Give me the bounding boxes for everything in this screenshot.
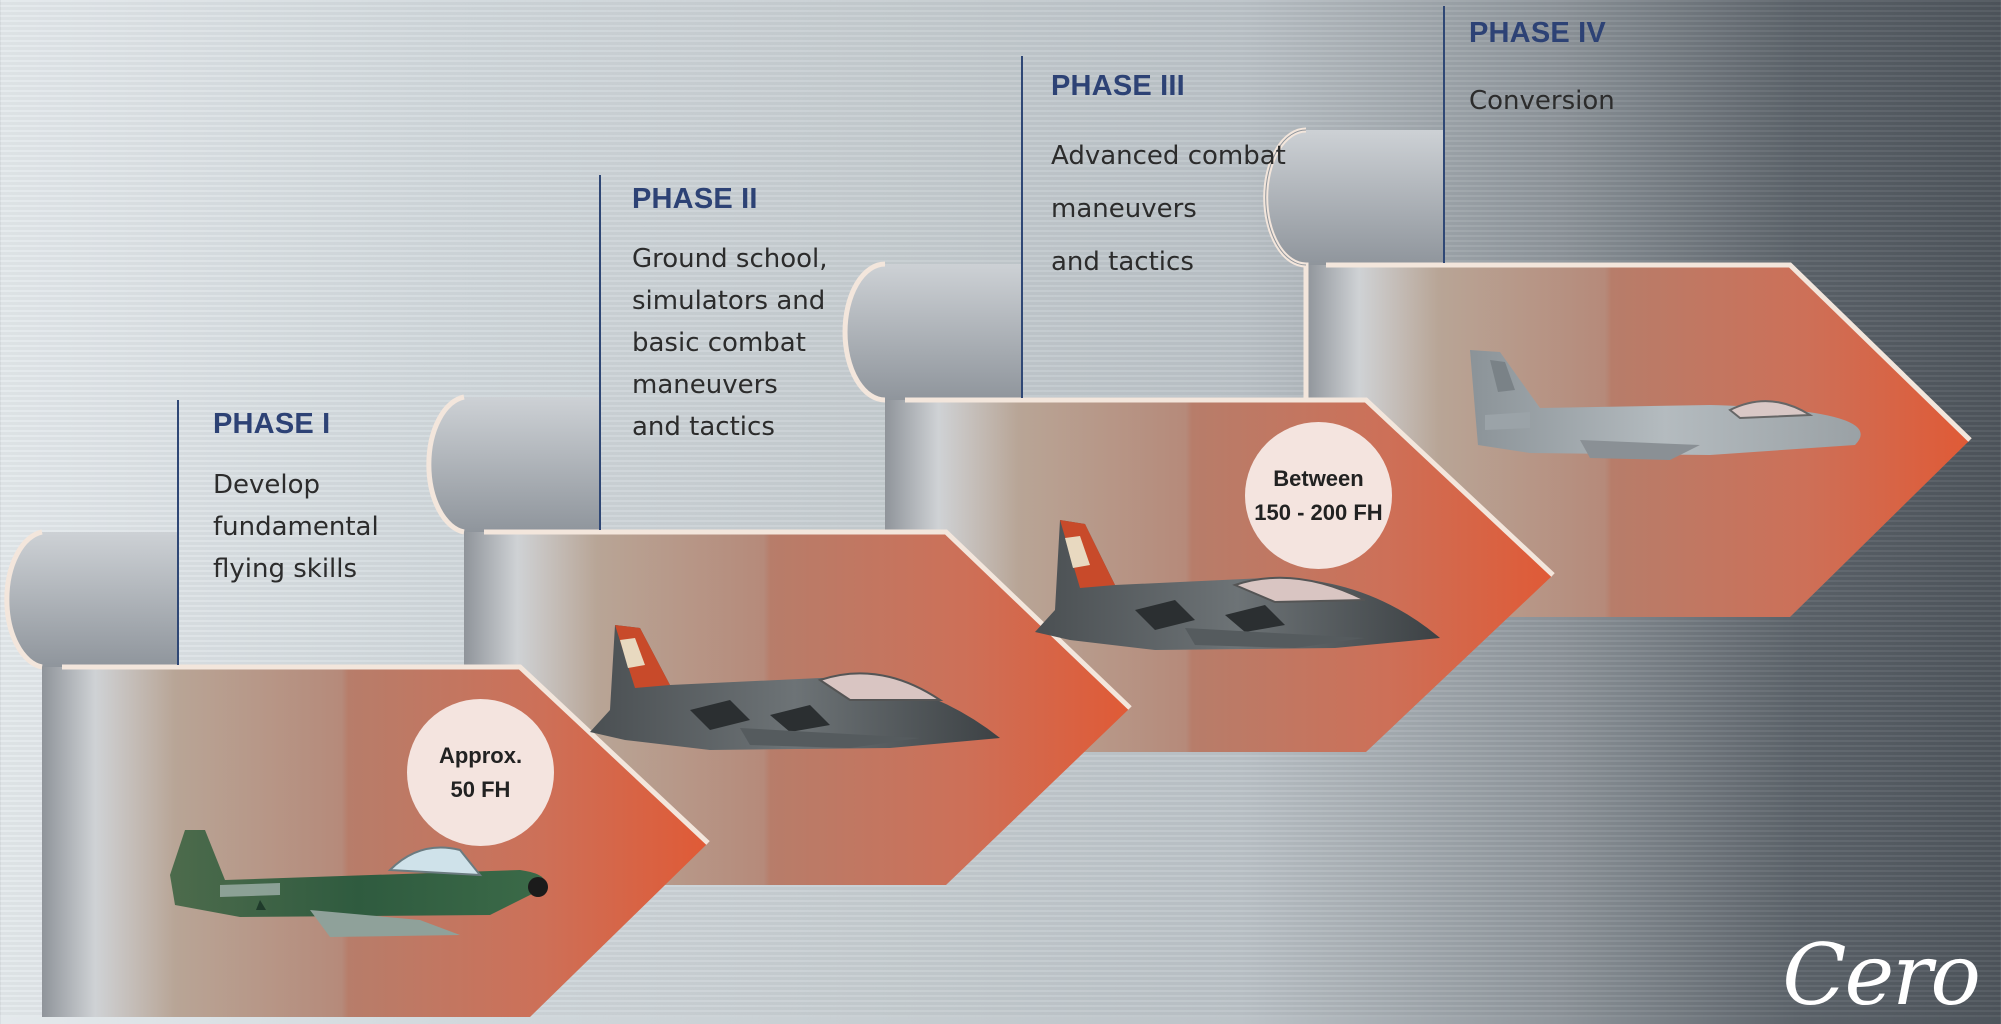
fighter-jet-icon <box>1470 350 1861 460</box>
phase-4-title: PHASE IV <box>1469 17 1606 49</box>
phase-1-description-line: flying skills <box>213 554 358 584</box>
phase-2-description-line: and tactics <box>632 412 775 442</box>
phase-1-description-line: fundamental <box>213 512 379 542</box>
turboprop-trainer-icon <box>170 830 548 937</box>
phase-4-description: Conversion <box>1469 80 1615 122</box>
phase-4-divider <box>1443 6 1445 263</box>
phase-1-divider <box>177 400 179 665</box>
jet-trainer-icon <box>1035 520 1440 650</box>
phase-3-divider <box>1021 56 1023 398</box>
phase-3-description: Advanced combat maneuvers and tactics <box>1051 130 1286 289</box>
phase-2-description-line: simulators and <box>632 286 826 316</box>
phase-3-title: PHASE III <box>1051 70 1185 102</box>
badge-line: Between <box>1273 465 1364 491</box>
phase-1-description: Develop fundamental flying skills <box>213 464 379 590</box>
badge-line: Approx. <box>438 742 523 768</box>
phase-1-flight-hours-badge: Approx. 50 FH <box>407 699 554 846</box>
badge-line: 50 FH <box>450 776 511 802</box>
phase-2-description: Ground school, simulators and basic comb… <box>632 238 828 448</box>
phase-3-description-line: Advanced combat <box>1051 141 1286 171</box>
phase-3-description-line: and tactics <box>1051 247 1194 277</box>
phase-2-description-line: Ground school, <box>632 244 828 274</box>
phase-2-description-line: basic combat <box>632 328 806 358</box>
phase-2-title: PHASE II <box>632 183 758 215</box>
brand-logo: Cero <box>1782 926 1981 1024</box>
phase-1-title: PHASE I <box>213 408 331 440</box>
badge-line: 150 - 200 FH <box>1254 499 1383 525</box>
phase-3-flight-hours-badge: Between 150 - 200 FH <box>1245 422 1392 569</box>
phase-4-description-line: Conversion <box>1469 86 1615 116</box>
jet-trainer-icon <box>590 625 1000 750</box>
phase-1-description-line: Develop <box>213 470 321 500</box>
phase-2-description-line: maneuvers <box>632 370 778 400</box>
phase-2-divider <box>599 175 601 530</box>
phase-3-description-line: maneuvers <box>1051 194 1197 224</box>
